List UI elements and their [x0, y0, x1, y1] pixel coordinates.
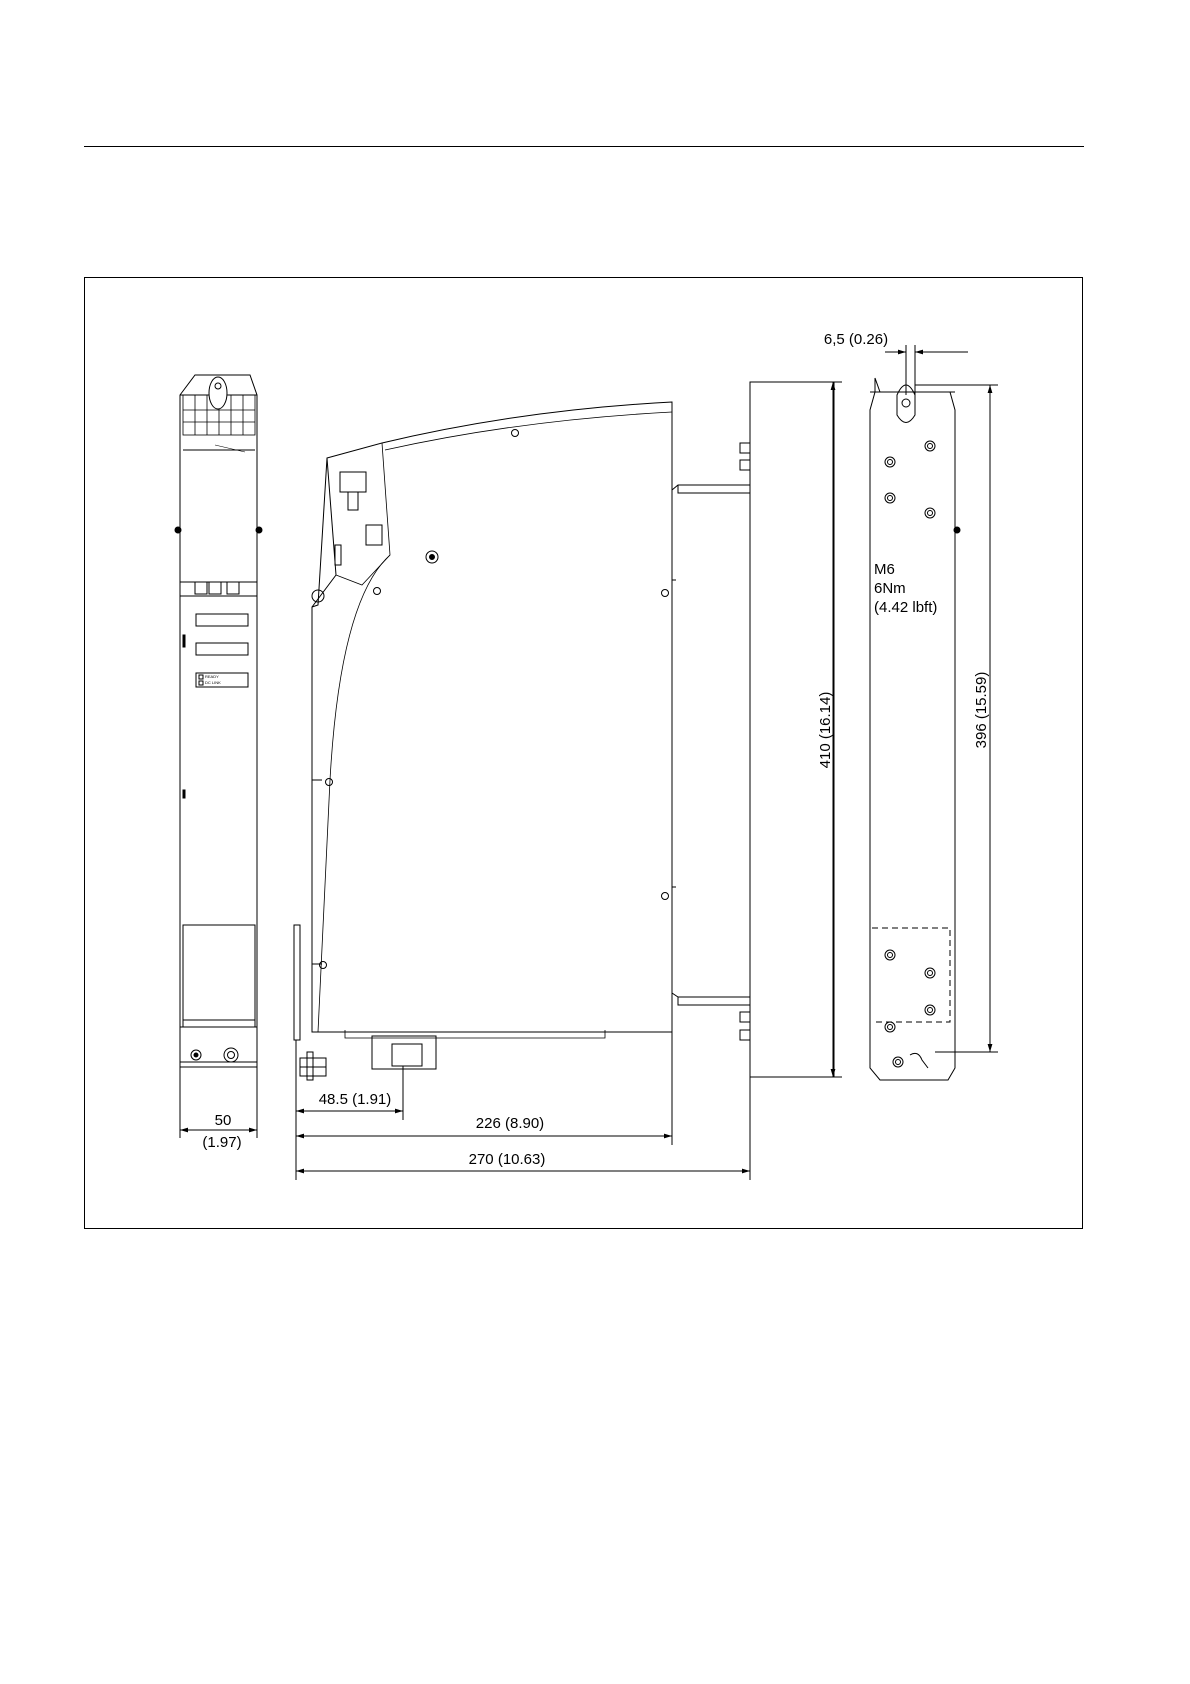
front-width-inch-label: (1.97) [202, 1134, 241, 1151]
depth-total-label: 270 (10.63) [469, 1151, 546, 1168]
rear-view [870, 378, 960, 1080]
height-holes-label: 396 (15.59) [973, 672, 990, 749]
front-keyhole-icon [209, 377, 227, 409]
mounting-rail [672, 382, 834, 1077]
depth-body-label: 226 (8.90) [476, 1115, 544, 1132]
led-dclink-label: DC LINK [205, 680, 221, 685]
front-view [175, 375, 262, 1067]
torque-lbft-label: (4.42 lbft) [874, 599, 937, 616]
slot-width-label: 6,5 (0.26) [824, 331, 888, 348]
screw-size-label: M6 [874, 561, 895, 578]
torque-label: 6Nm [874, 580, 906, 597]
led-ready-label: READY [205, 674, 219, 679]
slot-width-dimension [885, 345, 968, 395]
height-total-label: 410 (16.14) [817, 692, 834, 769]
depth-connector-label: 48.5 (1.91) [319, 1091, 392, 1108]
side-view [294, 402, 676, 1080]
front-width-label: 50 [215, 1112, 232, 1129]
